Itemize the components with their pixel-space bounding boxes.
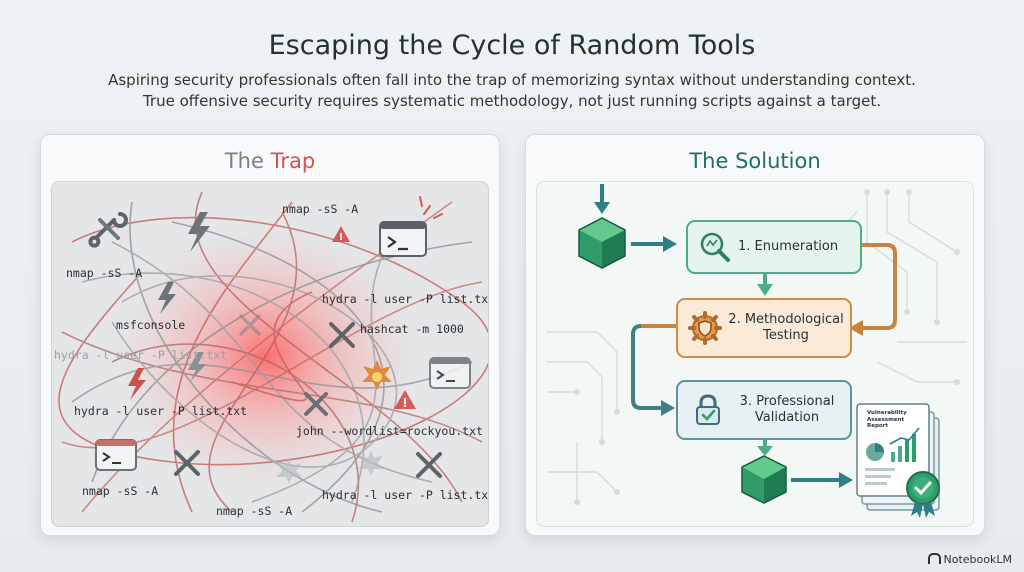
brand-label: NotebookLM: [943, 553, 1012, 566]
report-title-line-1: Vulnerability: [867, 410, 907, 416]
lightning-icon: [188, 352, 206, 382]
report-title-line-3: Report: [867, 423, 889, 429]
explosion-icon: [276, 458, 302, 484]
command-text: hashcat -m 1000: [360, 322, 464, 336]
warning-icon: !: [394, 390, 416, 410]
subtitle-line-1: Aspiring security professionals often fa…: [108, 71, 916, 89]
command-text: nmap -sS -A: [82, 484, 159, 498]
wrench-icon: [416, 452, 442, 478]
command-text: hydra -l user -P list.txt: [322, 488, 489, 502]
wrench-icon: [174, 450, 200, 476]
lightning-icon: [158, 282, 176, 314]
subtitle-line-2: True offensive security requires systema…: [142, 92, 882, 110]
wrench-icon: [304, 392, 328, 416]
magnifier-icon: [700, 232, 730, 262]
wrench-icon: [239, 314, 261, 336]
solution-title: The Solution: [689, 149, 821, 173]
gear-shield-icon: [688, 311, 722, 345]
loop-arrow-left: [631, 324, 676, 410]
svg-text:!: !: [402, 396, 407, 410]
step-enumeration-label: 1. Enumeration: [738, 239, 839, 254]
explosion-icon: [358, 450, 384, 476]
report-title-line-2: Assessment: [867, 416, 905, 423]
step-professional-validation: 3. Professional Validation: [676, 380, 852, 440]
svg-text:!: !: [339, 232, 344, 243]
cube-icon: [578, 217, 626, 269]
brand-logo-icon: [927, 553, 941, 564]
trap-title-prefix: The: [224, 149, 271, 173]
page-title: Escaping the Cycle of Random Tools: [268, 30, 756, 61]
command-text: nmap -sS -A: [282, 202, 359, 216]
step-validation-label: 3. Professional Validation: [724, 394, 850, 426]
alert-spark-icon: [419, 196, 443, 219]
wrench-icon: [329, 322, 355, 348]
report-title: Vulnerability Assessment Report: [867, 410, 919, 430]
command-text: nmap -sS -A: [66, 266, 143, 280]
warning-icon: !: [332, 226, 350, 243]
lock-icon: [696, 394, 720, 425]
command-text: john --wordlist=rockyou.txt: [296, 424, 483, 438]
loop-arrow-right: [858, 243, 897, 330]
wrench-icon: [88, 212, 128, 248]
step-validation-line-2: Validation: [754, 410, 820, 425]
command-text: hydra -l user -P list.txt: [74, 404, 248, 418]
terminal-icon: [429, 357, 471, 389]
solution-panel: The Solution: [525, 134, 985, 536]
lightning-icon: [128, 368, 146, 400]
trap-title: The Trap: [41, 149, 499, 173]
step-testing-label: 2. Methodological Testing: [722, 312, 850, 344]
explosion-icon: [362, 360, 392, 390]
step-testing-line-2: Testing: [763, 328, 809, 343]
command-text-faded: hydra -l user -P list.txt: [54, 348, 228, 362]
step-methodological-testing: 2. Methodological Testing: [676, 298, 852, 358]
lightning-icon: [188, 212, 210, 252]
cube-icon: [741, 455, 787, 504]
page-subtitle: Aspiring security professionals often fa…: [0, 70, 1024, 112]
trap-canvas: ! ! nmap -sS -A nmap -sS -A msfconsole h…: [51, 181, 489, 527]
tangled-lines: ! !: [58, 191, 488, 523]
terminal-icon: [95, 439, 137, 471]
step-testing-line-1: 2. Methodological: [728, 312, 844, 327]
command-text: msfconsole: [116, 318, 186, 332]
step-validation-line-1: 3. Professional: [739, 394, 835, 409]
terminal-icon: [379, 221, 427, 257]
command-text: nmap -sS -A: [216, 504, 293, 518]
trap-panel: The Trap: [40, 134, 500, 536]
command-text: hydra -l user -P list.txt: [322, 292, 489, 306]
trap-title-word: Trap: [270, 149, 316, 173]
solution-canvas: 1. Enumeration 2. Methodological Testing: [536, 181, 974, 527]
report-icon: [856, 403, 940, 518]
brand-mark: NotebookLM: [927, 553, 1012, 566]
flow-graphics: [547, 184, 967, 518]
step-enumeration: 1. Enumeration: [686, 220, 862, 274]
